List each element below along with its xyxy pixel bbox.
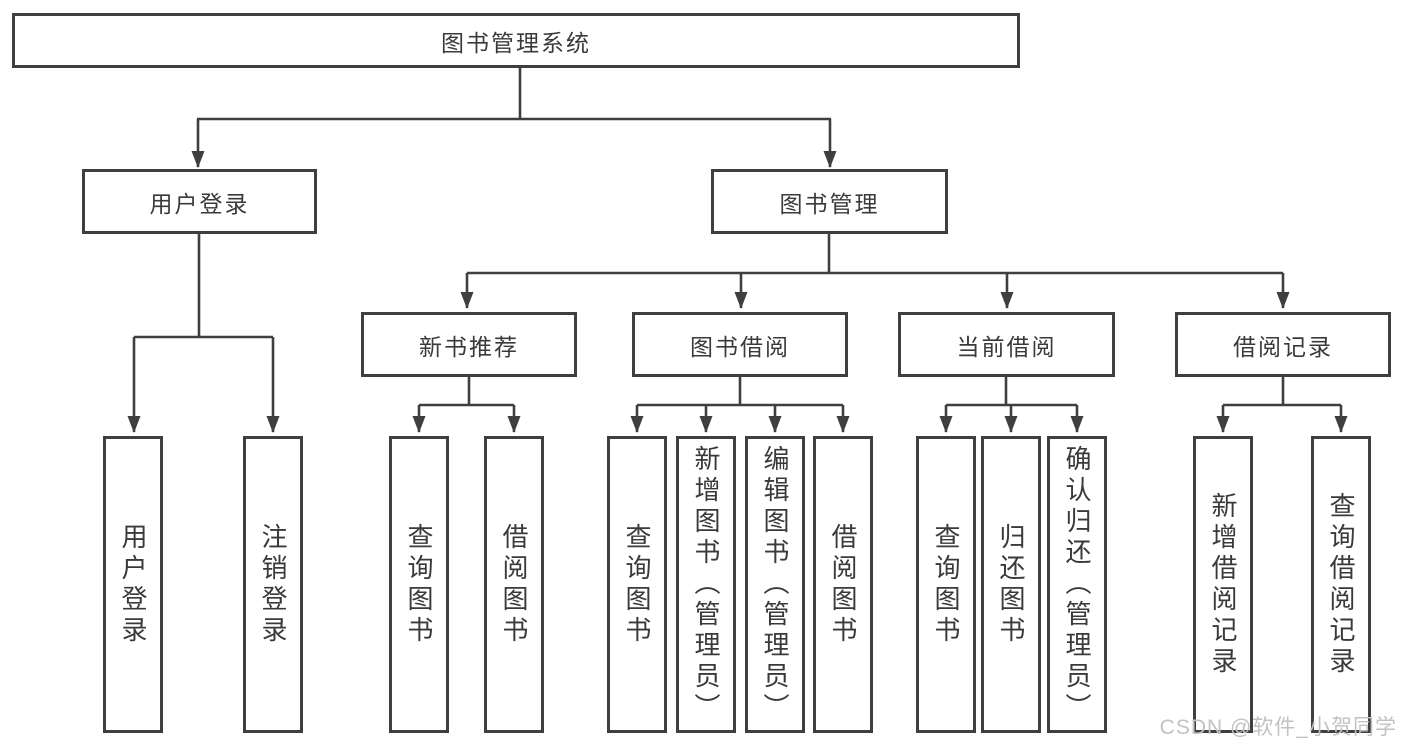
- leaf-add-borrow-record: 新增借阅记录: [1193, 436, 1253, 733]
- leaf-add-books-admin: 新增图书（管理员）: [676, 436, 736, 733]
- leaf-label: 查询图书: [622, 522, 652, 647]
- leaf-query-books-borrow: 查询图书: [607, 436, 667, 733]
- node-label: 图书借阅: [690, 333, 790, 360]
- edge-new-book-to-leaves: [412, 377, 521, 433]
- node-label: 借阅记录: [1233, 333, 1333, 360]
- leaf-borrow-books-newbook: 借阅图书: [484, 436, 544, 733]
- leaf-label: 注销登录: [258, 522, 288, 647]
- node-book-management: 图书管理: [711, 169, 948, 234]
- leaf-label: 新增图书（管理员）: [691, 445, 721, 724]
- edge-user-login-to-leaves: [127, 234, 280, 433]
- node-current-borrow: 当前借阅: [898, 312, 1115, 377]
- leaf-label: 确认归还（管理员）: [1062, 445, 1092, 724]
- leaf-query-borrow-record: 查询借阅记录: [1311, 436, 1371, 733]
- leaf-label: 编辑图书（管理员）: [760, 445, 790, 724]
- leaf-borrow-books-borrow: 借阅图书: [813, 436, 873, 733]
- node-label: 用户登录: [149, 190, 250, 217]
- leaf-query-books-newbook: 查询图书: [389, 436, 449, 733]
- leaf-label: 查询图书: [931, 522, 961, 647]
- edge-book-management-to-sections: [460, 234, 1290, 309]
- leaf-logout-login: 注销登录: [243, 436, 303, 733]
- leaf-edit-books-admin: 编辑图书（管理员）: [745, 436, 805, 733]
- edge-borrow-records-to-leaves: [1216, 377, 1348, 433]
- leaf-label: 借阅图书: [828, 522, 858, 647]
- edge-root-to-level2: [191, 68, 837, 168]
- node-label: 新书推荐: [419, 333, 519, 360]
- leaf-label: 新增借阅记录: [1208, 491, 1238, 678]
- leaf-label: 归还图书: [996, 522, 1026, 647]
- leaf-query-books-current: 查询图书: [916, 436, 976, 733]
- csdn-watermark: CSDN @软件_小贺同学: [1159, 716, 1397, 739]
- leaf-label: 查询借阅记录: [1326, 491, 1356, 678]
- leaf-return-books: 归还图书: [981, 436, 1041, 733]
- node-book-borrow: 图书借阅: [632, 312, 848, 377]
- node-label: 当前借阅: [956, 333, 1057, 360]
- node-root: 图书管理系统: [12, 13, 1020, 68]
- edge-current-borrow-to-leaves: [939, 377, 1084, 433]
- node-user-login: 用户登录: [82, 169, 317, 234]
- leaf-confirm-return-admin: 确认归还（管理员）: [1047, 436, 1107, 733]
- leaf-label: 查询图书: [404, 522, 434, 647]
- leaf-user-login: 用户登录: [103, 436, 163, 733]
- node-label: 图书管理系统: [441, 29, 591, 56]
- leaf-label: 用户登录: [118, 522, 148, 647]
- node-new-book-recommend: 新书推荐: [361, 312, 577, 377]
- leaf-label: 借阅图书: [499, 522, 529, 647]
- node-borrow-records: 借阅记录: [1175, 312, 1391, 377]
- node-label: 图书管理: [779, 190, 880, 217]
- edge-book-borrow-to-leaves: [630, 377, 850, 433]
